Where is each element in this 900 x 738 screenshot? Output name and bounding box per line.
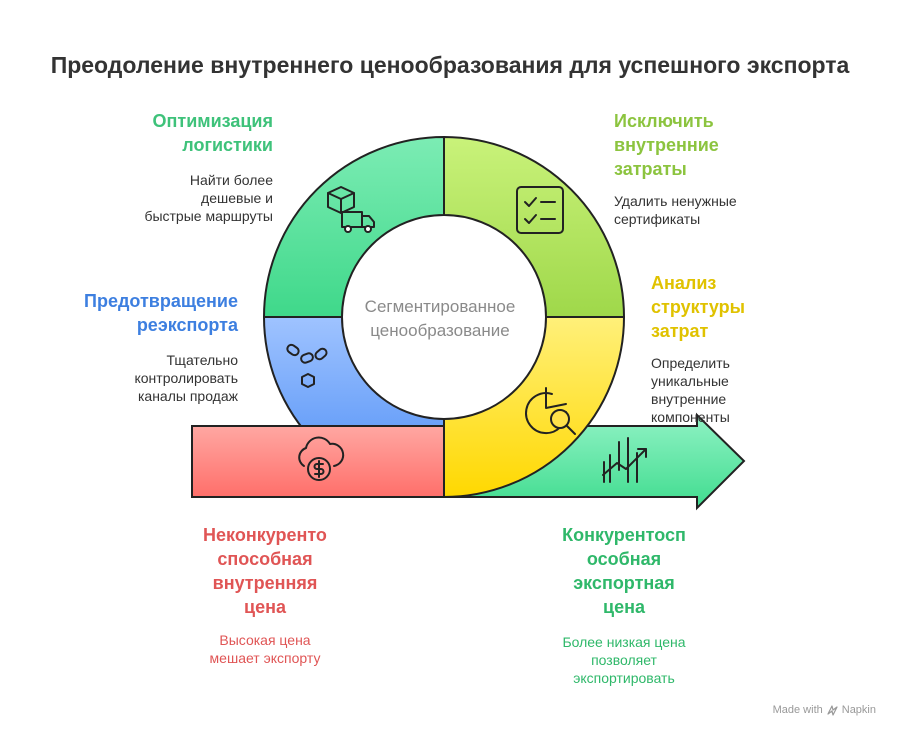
desc-line: Более низкая цена xyxy=(562,634,686,650)
page-title: Преодоление внутреннего ценообразования … xyxy=(50,52,850,78)
desc-line: Найти более xyxy=(189,172,273,188)
domestic-price-desc: Высокая цена мешает экспорту xyxy=(175,631,355,667)
desc-line: экспортировать xyxy=(573,670,675,686)
center-label-line: Сегментированное xyxy=(364,297,516,316)
title-line: внутренние xyxy=(614,135,719,155)
cost-structure-desc: Определить уникальные внутренние компоне… xyxy=(651,354,730,426)
pie-chart-search-icon xyxy=(525,387,576,435)
title-line: логистики xyxy=(182,135,273,155)
desc-line: Высокая цена xyxy=(219,632,311,648)
export-price-desc: Более низкая цена позволяет экспортирова… xyxy=(534,633,714,687)
domestic-price-title: Неконкуренто способная внутренняя цена xyxy=(175,523,355,619)
title-line: Исключить xyxy=(614,111,714,131)
title-line: затраты xyxy=(614,159,687,179)
reexport-title: Предотвращение реэкспорта xyxy=(84,289,238,337)
made-with-text: Made with xyxy=(772,704,823,716)
internal-costs-title: Исключить внутренние затраты xyxy=(614,109,719,181)
desc-line: быстрые маршруты xyxy=(144,208,273,224)
desc-line: уникальные xyxy=(651,373,729,389)
money-cloud-icon xyxy=(298,436,345,481)
segment-internal-costs xyxy=(443,135,626,318)
segment-cost-structure xyxy=(443,316,626,499)
reexport-desc: Тщательно контролировать каналы продаж xyxy=(134,351,238,405)
title-line: особная xyxy=(586,549,662,569)
desc-line: дешевые и xyxy=(201,190,273,206)
desc-line: внутренние xyxy=(651,391,727,407)
title-line: реэкспорта xyxy=(136,315,238,335)
desc-line: Удалить ненужные xyxy=(614,193,737,209)
desc-line: Тщательно xyxy=(166,352,239,368)
checklist-icon xyxy=(516,186,564,234)
footer-credit: Made with Napkin xyxy=(773,704,876,716)
logistics-title: Оптимизация логистики xyxy=(153,109,274,157)
cost-structure-title: Анализ структуры затрат xyxy=(651,271,745,343)
title-line: структуры xyxy=(651,297,746,317)
title-line: цена xyxy=(244,597,286,617)
title-line: затрат xyxy=(651,321,709,341)
desc-line: позволяет xyxy=(591,652,657,668)
title-line: Конкурентосп xyxy=(562,525,686,545)
desc-line: мешает экспорту xyxy=(209,650,321,666)
title-line: способная xyxy=(217,549,313,569)
title-line: экспортная xyxy=(573,573,675,593)
desc-line: каналы продаж xyxy=(137,388,238,404)
center-label: Сегментированное ценообразование xyxy=(340,295,540,343)
chain-link-icon xyxy=(286,343,328,388)
title-line: Предотвращение xyxy=(84,291,238,311)
delivery-truck-icon xyxy=(327,186,375,233)
desc-line: Определить xyxy=(651,355,730,371)
napkin-logo-icon xyxy=(827,704,838,716)
title-line: цена xyxy=(603,597,645,617)
desc-line: сертификаты xyxy=(614,211,701,227)
title-line: Анализ xyxy=(651,273,717,293)
title-line: Неконкуренто xyxy=(203,525,327,545)
internal-costs-desc: Удалить ненужные сертификаты xyxy=(614,192,737,228)
desc-line: контролировать xyxy=(134,370,238,386)
logistics-desc: Найти более дешевые и быстрые маршруты xyxy=(144,171,273,225)
napkin-brand-text: Napkin xyxy=(841,704,876,716)
title-line: внутренняя xyxy=(212,573,318,593)
desc-line: компоненты xyxy=(651,409,730,425)
export-price-title: Конкурентосп особная экспортная цена xyxy=(534,523,714,619)
growth-chart-icon xyxy=(602,437,647,483)
title-line: Оптимизация xyxy=(152,111,274,131)
center-label-line: ценообразование xyxy=(370,321,510,340)
